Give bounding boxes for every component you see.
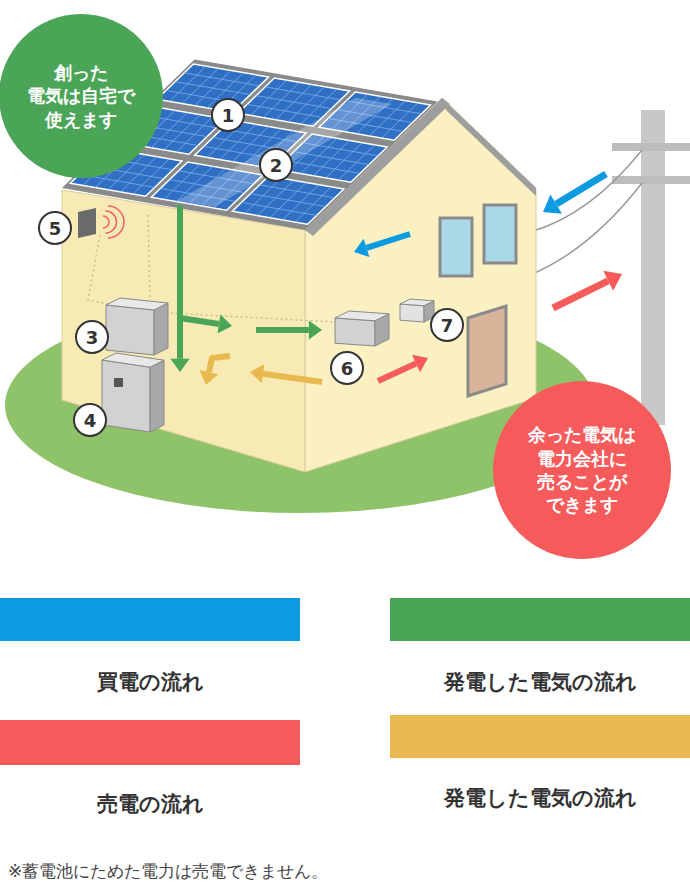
legend-swatch xyxy=(0,720,300,765)
legend-swatch xyxy=(390,598,690,641)
flow-arrow xyxy=(553,271,622,308)
power-meter xyxy=(400,299,434,322)
flow-arrow xyxy=(354,234,410,257)
flow-arrow xyxy=(199,356,230,385)
callout-number: 6 xyxy=(330,351,364,385)
callout-number: 1 xyxy=(211,98,245,132)
flow-arrow xyxy=(250,364,322,383)
flow-arrow xyxy=(256,320,322,339)
callout-number: 4 xyxy=(73,403,107,437)
distribution-board xyxy=(335,311,389,346)
window xyxy=(484,205,516,263)
bubble-text: 創った 電気は自宅で 使えます xyxy=(23,61,138,131)
callout-number: 3 xyxy=(75,320,109,354)
callout-number: 5 xyxy=(38,211,72,245)
wireless-signal xyxy=(103,206,124,238)
storage-battery xyxy=(102,353,164,432)
flow-arrow xyxy=(543,174,606,214)
footnote: ※蓄電池にためた電力は売電できません。 xyxy=(8,860,328,883)
wiring xyxy=(88,215,335,360)
monitor xyxy=(78,208,96,238)
power-conditioner xyxy=(106,298,168,355)
legend-text: 売電の流れ xyxy=(97,790,204,818)
flow-arrow xyxy=(170,205,189,372)
window xyxy=(440,218,472,276)
door xyxy=(468,306,506,396)
legend-text: 発電した電気の流れ xyxy=(444,784,637,812)
speech-bubble: 余った電気は 電力会社に 売ることが できます xyxy=(493,381,671,559)
callout-number: 2 xyxy=(259,148,293,182)
legend-text: 発電した電気の流れ xyxy=(444,668,637,696)
legend-swatch xyxy=(0,598,300,641)
bubble-text: 余った電気は 電力会社に 売ることが できます xyxy=(524,423,639,517)
flow-arrow xyxy=(180,315,232,334)
speech-bubble: 創った 電気は自宅で 使えます xyxy=(0,14,163,178)
utility-pole xyxy=(530,110,690,425)
legend-text: 買電の流れ xyxy=(97,668,204,696)
callout-number: 7 xyxy=(430,308,464,342)
roof-edge xyxy=(442,98,536,196)
flow-arrow xyxy=(378,355,428,381)
legend-swatch xyxy=(390,715,690,758)
